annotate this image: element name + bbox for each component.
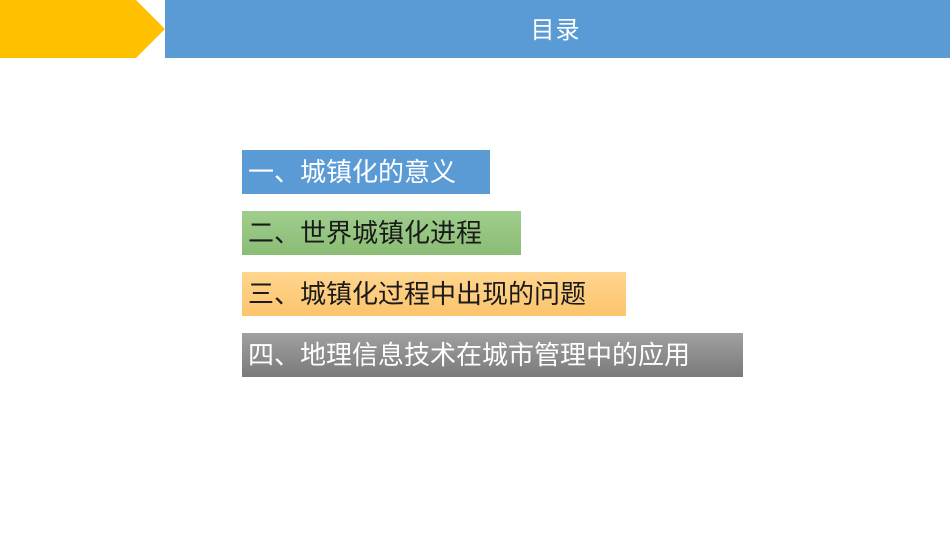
toc-item-label: 四、地理信息技术在城市管理中的应用	[248, 341, 691, 371]
toc-item-3[interactable]: 三、城镇化过程中出现的问题	[242, 272, 626, 316]
toc-item-label: 一、城镇化的意义	[248, 158, 457, 188]
header-bar: 目录	[165, 0, 950, 58]
page-title-text: 目录	[530, 16, 581, 44]
toc-item-1[interactable]: 一、城镇化的意义	[242, 150, 490, 194]
page-title: 目录	[165, 0, 950, 58]
toc-item-4[interactable]: 四、地理信息技术在城市管理中的应用	[242, 333, 743, 377]
toc-item-label: 三、城镇化过程中出现的问题	[248, 280, 587, 310]
toc-item-2[interactable]: 二、世界城镇化进程	[242, 211, 521, 255]
toc-item-label: 二、世界城镇化进程	[248, 219, 483, 249]
header-arrow-tab	[0, 0, 165, 58]
